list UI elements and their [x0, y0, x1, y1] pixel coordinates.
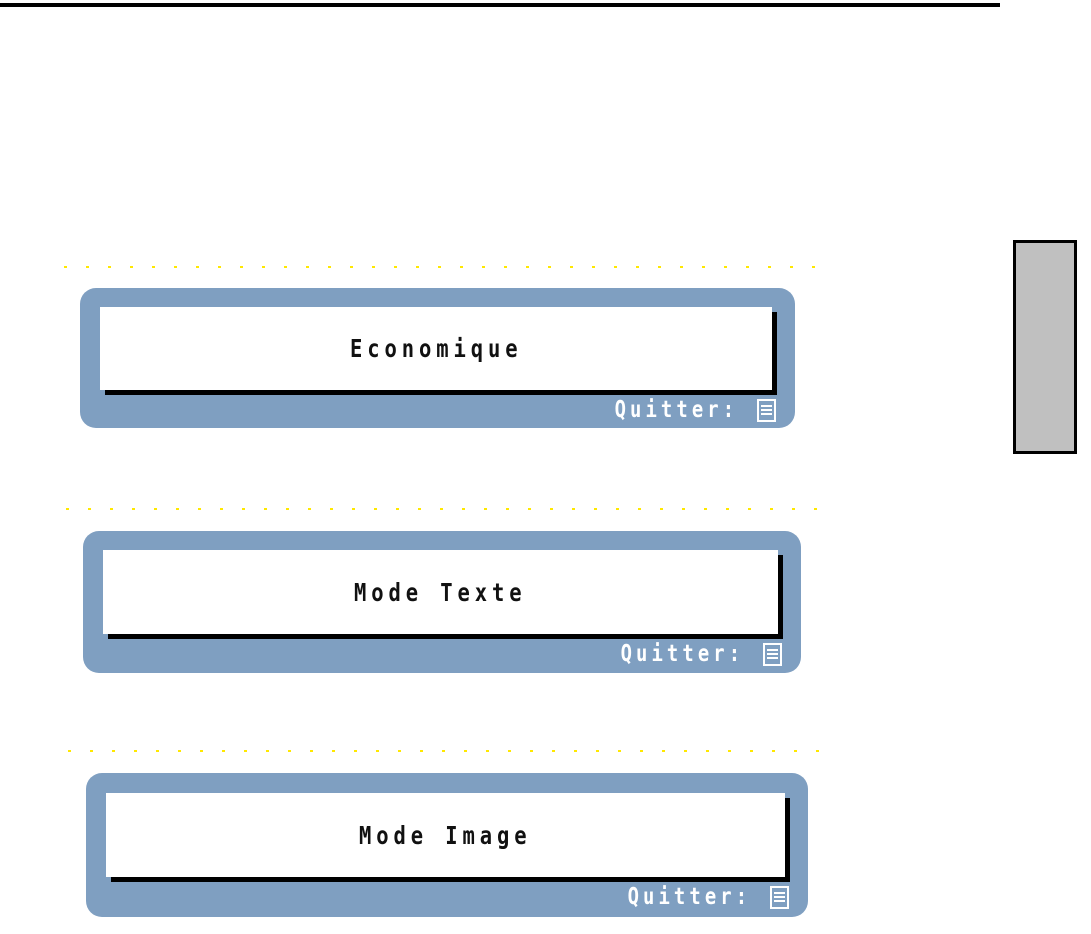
panel-group-economique: Economique Quitter: — [62, 266, 832, 436]
dotted-guide-rule-2 — [66, 508, 832, 510]
menu-icon-bar — [774, 896, 785, 898]
top-divider-rule — [0, 3, 1000, 7]
menu-icon-bar — [767, 657, 778, 660]
device-panel-economique[interactable]: Economique Quitter: — [80, 288, 795, 428]
dotted-guide-rule-1 — [64, 266, 826, 268]
side-gray-swatch — [1013, 240, 1077, 454]
device-screen-mode-texte[interactable]: Mode Texte — [103, 550, 778, 634]
menu-icon-bar — [761, 409, 772, 411]
menu-icon-bar — [767, 648, 778, 651]
menu-icon-bar — [761, 413, 772, 416]
menu-list-icon-3[interactable] — [770, 885, 789, 909]
panel-footer-economique: Quitter: — [100, 396, 776, 424]
quitter-label-3: Quitter: — [627, 884, 752, 910]
panel-footer-mode-image: Quitter: — [106, 883, 789, 911]
menu-list-icon-2[interactable] — [763, 642, 782, 666]
panel-group-mode-texte: Mode Texte Quitter: — [64, 508, 839, 680]
device-screen-mode-image[interactable]: Mode Image — [106, 793, 785, 877]
device-screen-economique[interactable]: Economique — [100, 307, 772, 390]
menu-list-icon-1[interactable] — [757, 398, 776, 422]
quitter-label-1: Quitter: — [614, 397, 739, 423]
menu-icon-bar — [761, 404, 772, 407]
device-panel-mode-image[interactable]: Mode Image Quitter: — [86, 773, 808, 917]
quitter-label-2: Quitter: — [620, 641, 745, 667]
panel-group-mode-image: Mode Image Quitter: — [66, 750, 846, 924]
menu-icon-bar — [774, 891, 785, 894]
screen-label-mode-image: Mode Image — [359, 820, 532, 850]
panel-footer-mode-texte: Quitter: — [103, 640, 782, 668]
menu-icon-bar — [774, 900, 785, 903]
screen-label-mode-texte: Mode Texte — [354, 577, 527, 607]
device-panel-mode-texte[interactable]: Mode Texte Quitter: — [83, 531, 801, 673]
menu-icon-bar — [767, 653, 778, 655]
dotted-guide-rule-3 — [68, 750, 838, 752]
screen-label-economique: Economique — [349, 334, 523, 363]
